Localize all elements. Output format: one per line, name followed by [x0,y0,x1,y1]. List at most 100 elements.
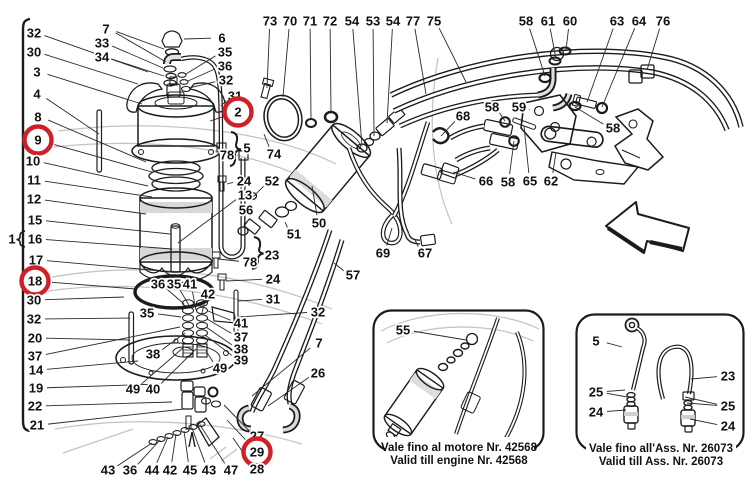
hose-clamp [260,77,339,142]
part-label-12: 12 [27,192,41,207]
leader-line [684,396,718,405]
part-label-32: 32 [27,26,41,41]
leader-line [646,28,661,71]
highlight-circle-29 [241,436,273,468]
leader-line [46,360,139,370]
leader-line [499,112,506,122]
part-label-10: 10 [26,154,40,169]
leader-line [45,220,171,235]
inset2-caption-english: Valid till Ass. Nr. 26073 [599,456,723,468]
part-label-74: 74 [267,147,282,162]
part-label-13: 13 [238,188,252,203]
leader-line [44,199,147,215]
part-label-23: 23 [265,248,279,263]
leader-line [528,109,530,111]
part-label-6: 6 [218,31,225,46]
part-label-65: 65 [523,174,537,189]
part-label-32: 32 [27,312,41,327]
leader-line [311,185,318,216]
inset-box-engine-variant: Vale fino al motore Nr. 42568 Valid till… [372,309,545,467]
part-label-29: 29 [250,445,264,460]
leader-line [689,418,718,425]
part-label-49: 49 [126,382,140,397]
leader-line [352,28,363,147]
leader-line [47,73,143,105]
part-label-38: 38 [234,342,248,357]
leader-line [220,100,227,107]
part-label-7: 7 [102,22,109,37]
part-label-61: 61 [541,14,555,29]
leader-line [45,97,100,135]
part-label-15: 15 [28,213,42,228]
part-label-41: 41 [234,316,248,331]
leader-line [192,291,197,311]
part-label-69: 69 [376,246,390,261]
leader-line [183,37,212,40]
part-label-54: 54 [386,14,401,29]
part-label-60: 60 [563,14,577,29]
part-label-41: 41 [183,277,197,292]
part-label-64: 64 [632,14,647,29]
part-label-11: 11 [27,173,41,188]
leader-line [116,31,165,50]
leader-line [157,313,182,318]
leader-line [438,27,467,83]
part-label-7: 7 [315,336,322,351]
leader-line [205,326,232,346]
leader-lines [43,27,718,467]
part-label-26: 26 [311,366,325,381]
part-label-4: 4 [33,87,41,102]
leader-line [141,346,185,385]
part-label-52: 52 [265,174,279,189]
leader-line [45,239,173,250]
leader-line [137,439,161,465]
part-label-39: 39 [234,353,248,368]
leader-line [45,401,173,407]
part-label-8: 8 [34,110,41,125]
part-label-22: 22 [28,399,42,414]
leader-line [217,258,240,262]
inset-box-assembly-variant: Vale fino all'Ass. Nr. 26073 Valid till … [575,313,745,468]
part-label-38: 38 [146,347,160,362]
leader-line [237,299,263,302]
part-label-33: 33 [95,36,109,51]
leader-line [552,151,557,174]
leader-line [243,217,246,229]
leader-line [329,28,332,114]
part-label-53: 53 [366,14,380,29]
part-label-5: 5 [592,334,599,349]
leader-line [386,227,393,246]
leader-line [509,140,515,175]
part-label-32: 32 [219,73,233,88]
leader-line [44,180,153,198]
leader-line [46,383,161,389]
part-label-25: 25 [721,399,735,414]
part-label-21: 21 [30,418,44,433]
part-label-75: 75 [427,14,441,29]
part-label-25: 25 [589,385,603,400]
inset2-pipe-5 [623,317,647,430]
part-label-70: 70 [283,14,297,29]
leader-line [237,312,308,318]
leader-line [46,260,163,272]
part-label-55: 55 [396,323,410,338]
fuel-pump-assembly [96,30,249,448]
leader-line [43,162,149,187]
leader-line [185,55,216,75]
highlight-circle-2 [222,96,254,128]
part-label-58: 58 [606,121,620,136]
part-label-32: 32 [311,305,325,320]
part-label-45: 45 [183,463,197,478]
part-label-68: 68 [456,109,470,124]
part-label-44: 44 [145,463,160,478]
leader-line [333,262,344,272]
part-label-24: 24 [721,419,736,434]
leader-line [191,427,206,463]
leader-line [115,32,167,63]
part-label-76: 76 [656,14,670,29]
leader-line [223,404,250,431]
part-label-47: 47 [224,463,238,478]
leader-line [690,376,718,380]
